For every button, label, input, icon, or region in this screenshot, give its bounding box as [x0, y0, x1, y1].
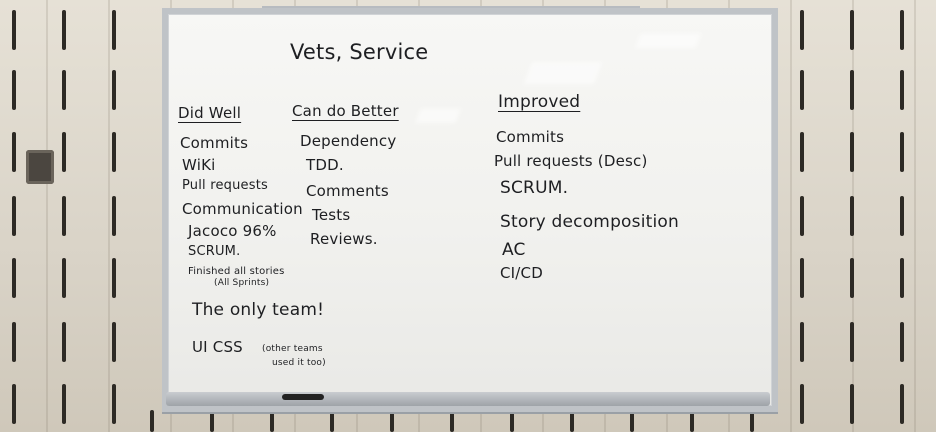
- did-well-item: Jacoco 96%: [188, 222, 277, 240]
- team-note: The only team!: [192, 300, 325, 320]
- wall-slot: [12, 258, 16, 298]
- wall-slot: [12, 70, 16, 110]
- wall-slot: [390, 410, 394, 432]
- wall-slot: [112, 132, 116, 172]
- wall-slot: [800, 384, 804, 424]
- can-do-better-item: TDD.: [306, 156, 344, 174]
- whiteboard: [162, 8, 778, 412]
- column-heading-can-do-better: Can do Better: [292, 102, 399, 120]
- light-glare: [635, 34, 701, 48]
- wall-slot: [112, 258, 116, 298]
- did-well-item: Communication: [182, 200, 303, 218]
- wall-slot: [112, 322, 116, 362]
- did-well-item: Commits: [180, 134, 249, 152]
- light-glare: [523, 62, 603, 84]
- wall-slot: [900, 196, 904, 236]
- light-glare: [415, 109, 461, 123]
- wall-slot: [62, 384, 66, 424]
- wall-slot: [900, 322, 904, 362]
- can-do-better-item: Reviews.: [310, 230, 378, 248]
- wall-slot: [12, 384, 16, 424]
- wall-slot: [62, 196, 66, 236]
- ui-css-label: UI CSS: [192, 338, 243, 356]
- wall-slot: [112, 70, 116, 110]
- wall-slot: [850, 322, 854, 362]
- wall-slot: [800, 70, 804, 110]
- wall-slot: [850, 258, 854, 298]
- did-well-item: SCRUM.: [188, 244, 241, 259]
- wall-slot: [12, 132, 16, 172]
- wall-slot: [850, 10, 854, 50]
- wall-slot: [510, 410, 514, 432]
- ui-css-note-line2: used it too): [272, 358, 326, 368]
- wall-slot: [150, 410, 154, 432]
- wall-slot: [450, 410, 454, 432]
- can-do-better-item: Dependency: [300, 132, 397, 150]
- wall-slot: [62, 10, 66, 50]
- wall-slot: [630, 410, 634, 432]
- ui-css-note-line1: (other teams: [262, 344, 323, 354]
- improved-item: Pull requests (Desc): [494, 152, 648, 170]
- wall-slot: [690, 410, 694, 432]
- wall-slot: [900, 132, 904, 172]
- improved-item: Commits: [496, 128, 565, 146]
- marker-tray: [166, 392, 770, 406]
- wall-slot: [62, 258, 66, 298]
- improved-item: AC: [502, 240, 526, 260]
- column-heading-did-well: Did Well: [178, 104, 242, 122]
- wall-slot: [12, 196, 16, 236]
- wall-slot: [800, 196, 804, 236]
- wall-slot: [850, 70, 854, 110]
- marker: [282, 394, 324, 400]
- wall-slot: [62, 70, 66, 110]
- wall-slot: [850, 384, 854, 424]
- wall-slot: [112, 196, 116, 236]
- wall-slot: [750, 410, 754, 432]
- wall-slot: [900, 70, 904, 110]
- wall-slot: [800, 10, 804, 50]
- can-do-better-item: Tests: [312, 206, 351, 224]
- wall-slot: [210, 410, 214, 432]
- wall-slot: [850, 196, 854, 236]
- wall-slot: [112, 10, 116, 50]
- wall-slot: [112, 384, 116, 424]
- improved-item: CI/CD: [500, 264, 543, 282]
- can-do-better-item: Comments: [306, 182, 389, 200]
- wall-slot: [900, 10, 904, 50]
- improved-item: Story decomposition: [500, 212, 680, 232]
- wall-slot: [800, 322, 804, 362]
- did-well-note: (All Sprints): [214, 278, 270, 288]
- wall-slot: [800, 132, 804, 172]
- wall-slot: [62, 132, 66, 172]
- improved-item: SCRUM.: [500, 178, 569, 198]
- board-title: Vets, Service: [290, 40, 429, 64]
- did-well-item: Pull requests: [182, 178, 268, 193]
- wall-slot: [900, 384, 904, 424]
- wall-slot: [570, 410, 574, 432]
- wall-slot: [330, 410, 334, 432]
- wall-slot: [12, 322, 16, 362]
- did-well-item: WiKi: [182, 156, 216, 174]
- did-well-item: Finished all stories: [188, 266, 285, 277]
- wall-slot: [800, 258, 804, 298]
- wall-slot: [850, 132, 854, 172]
- wall-hook: [26, 150, 54, 184]
- wall-slot: [270, 410, 274, 432]
- wall-slot: [62, 322, 66, 362]
- column-heading-improved: Improved: [498, 92, 581, 112]
- wall-slot: [900, 258, 904, 298]
- wall-slot: [12, 10, 16, 50]
